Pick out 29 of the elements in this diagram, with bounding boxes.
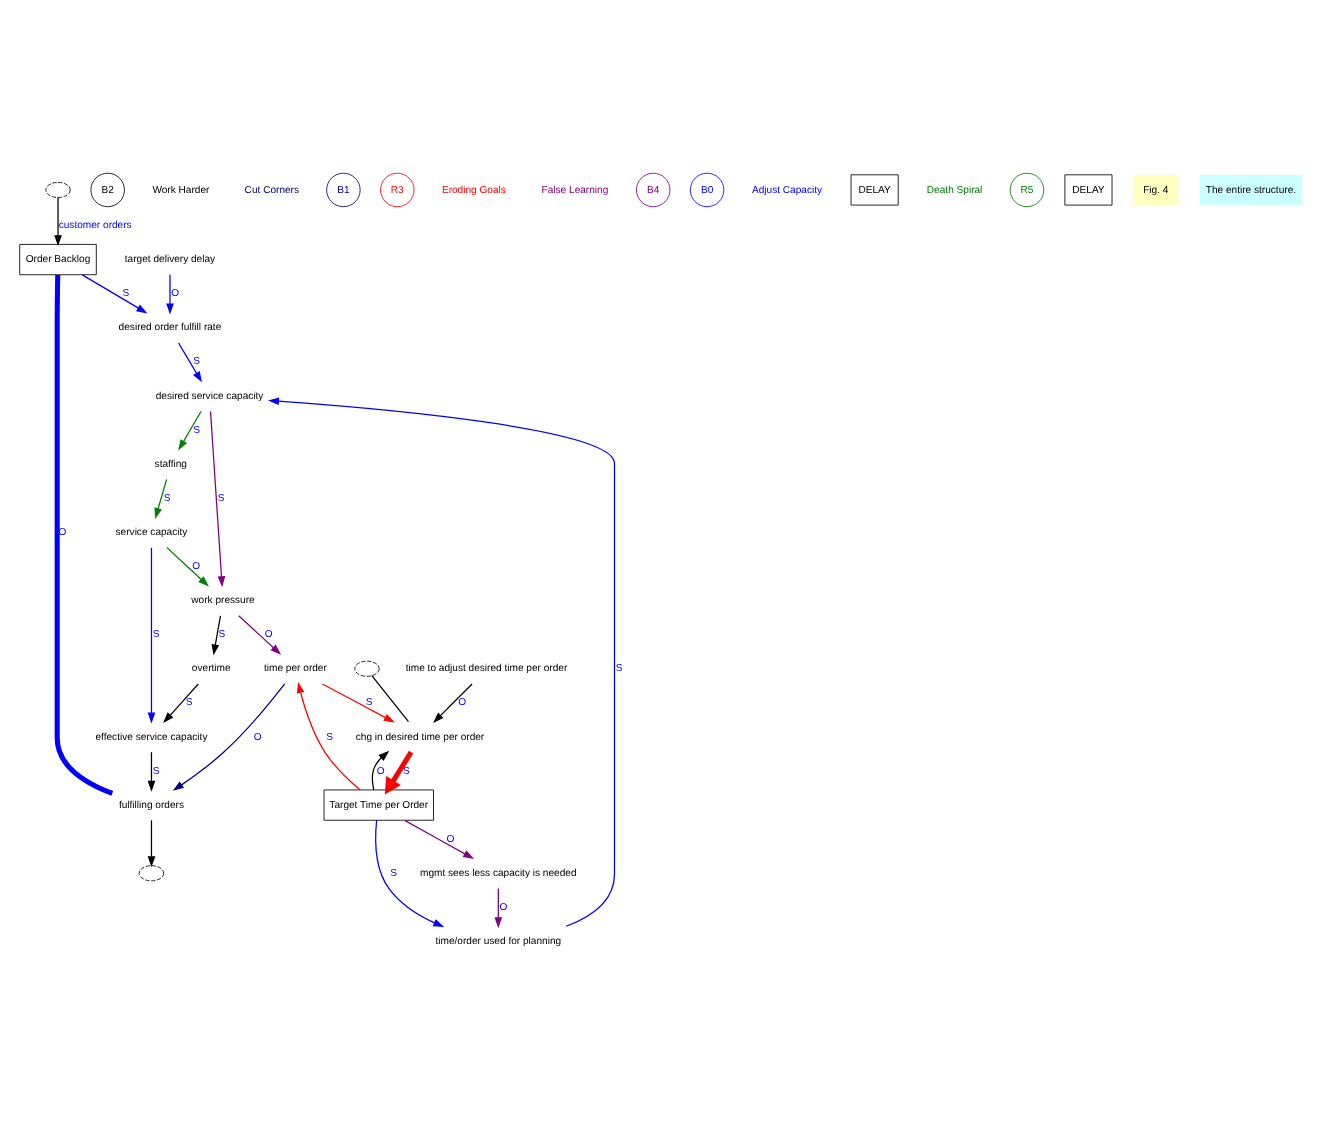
- arrow: [494, 887, 503, 929]
- arrow: [321, 683, 395, 723]
- arrow: [238, 615, 282, 655]
- arrow: [147, 547, 156, 724]
- arrow: [178, 410, 202, 451]
- arrow: [211, 615, 222, 656]
- arrow: [433, 683, 473, 723]
- arrow: [404, 819, 475, 859]
- arrow: [172, 683, 286, 791]
- arrow: [268, 397, 616, 927]
- arrow: [163, 683, 199, 724]
- arrow: [81, 274, 148, 314]
- arrow: [177, 342, 202, 383]
- connector: [54, 274, 114, 796]
- arrow: [371, 750, 390, 791]
- arrow: [154, 478, 168, 519]
- arrow: [54, 196, 62, 247]
- arrow: [375, 819, 445, 928]
- arrow: [209, 410, 226, 588]
- node-cloud: [354, 660, 380, 677]
- arrow: [147, 751, 156, 792]
- arrow: [296, 682, 361, 791]
- arrow: [147, 819, 156, 868]
- arrow: [166, 274, 174, 315]
- arrow: [166, 547, 209, 587]
- node-cloud: [45, 181, 71, 198]
- arrow: [384, 750, 414, 795]
- connector: [371, 675, 410, 723]
- node-cloud: [138, 865, 165, 882]
